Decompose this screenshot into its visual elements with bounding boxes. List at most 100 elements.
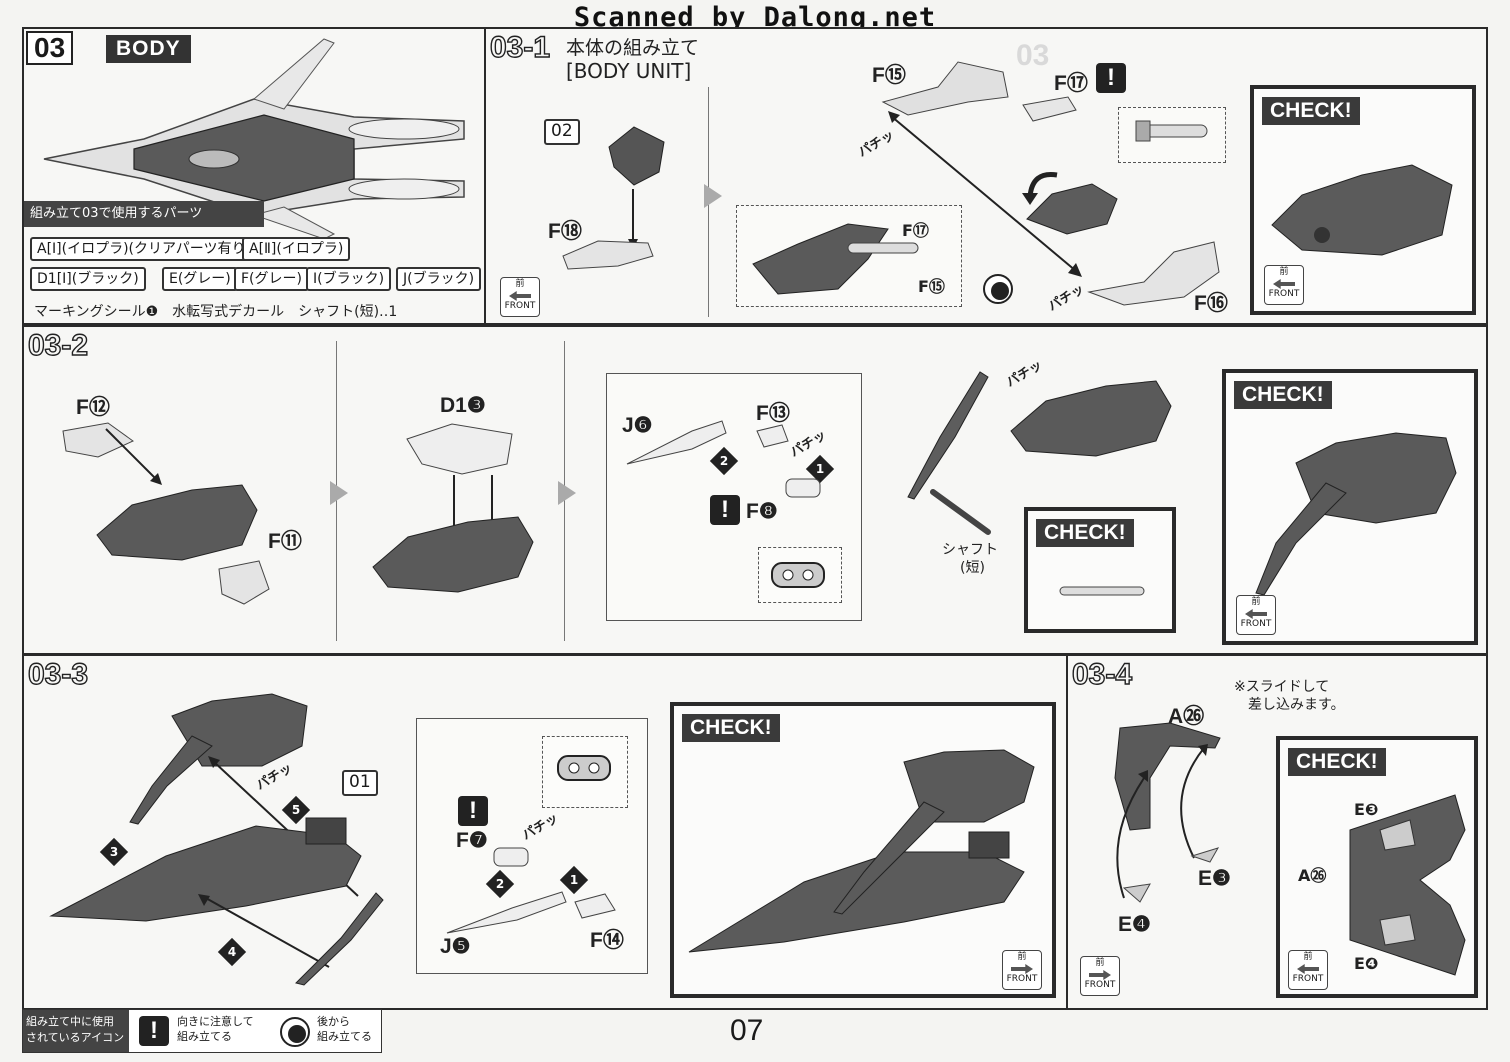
part-f: F(グレー) (234, 267, 309, 291)
label-02: 02 (544, 119, 580, 145)
attention-icon: ! (458, 796, 488, 826)
check-body-wing-shape (1255, 432, 1457, 596)
slide-note-2: 差し込みます。 (1248, 697, 1345, 713)
assembly-diagonal-arrow (888, 111, 1082, 277)
slide-note-1: ※スライドして (1234, 679, 1330, 695)
snap-sound: パチッ (1045, 281, 1088, 315)
order-2: 2 (709, 446, 739, 476)
part-f15-shape (881, 61, 1009, 116)
part-f12-shape (62, 422, 134, 458)
label-check-a26: A㉖ (1298, 866, 1327, 885)
shaft-shape (930, 489, 991, 535)
label-f18: F⑱ (548, 220, 582, 243)
part-f17-shape (1022, 96, 1077, 122)
part-f13-shape (756, 424, 789, 448)
label-f17: F⑰ (1054, 72, 1088, 95)
body-wing-assembly-shape (129, 693, 308, 825)
part-f18-shape (562, 240, 654, 270)
shaft-label: シャフト (942, 542, 998, 558)
legend-attention: 向きに注意して 組み立てる (177, 1014, 254, 1044)
detail-f7-shape (557, 755, 611, 781)
label-check-e3: E❸ (1354, 800, 1379, 819)
check-label: CHECK! (1036, 519, 1134, 547)
part-j6-shape (626, 420, 727, 465)
check-full-assembly-shape (688, 749, 1035, 953)
arrow-up (198, 894, 330, 968)
body-shape (1010, 380, 1172, 457)
label-f15-detail: F⑮ (918, 277, 945, 296)
label-d13: D1❸ (440, 394, 486, 417)
label-check-e4: E❹ (1354, 954, 1379, 973)
part-j5-shape (446, 891, 567, 934)
part-e: E(グレー) (162, 267, 238, 291)
part-f11-shape (218, 560, 270, 605)
part-d13-shape (406, 423, 513, 475)
behind-assembly-icon (280, 1017, 310, 1047)
step-number: 03 (26, 31, 74, 65)
part-f7-shape (493, 847, 529, 867)
detail-peg (1135, 120, 1208, 142)
label-j5: J❺ (440, 935, 471, 958)
detail-assembly-shape (752, 223, 919, 295)
legend-title: 組み立て中に使用 されているアイコン (23, 1010, 129, 1052)
part-lower-wing-shape (295, 892, 384, 986)
step-number: 03-3 (27, 658, 89, 691)
step-number: 03-2 (27, 329, 89, 362)
flow-arrow (558, 481, 576, 505)
arrow-f12 (105, 428, 162, 485)
panel-03-3: 03-3 パチッ 01 5 3 4 ! F❼ パチッ 2 1 J❺ F⑭ CHE… (22, 654, 1068, 1010)
label-f12: F⑫ (76, 396, 110, 419)
shaft-check-shape (1059, 586, 1145, 596)
ghost-text: 03 (1016, 39, 1050, 72)
step-title-jp: 本体の組み立て (566, 37, 700, 59)
step-title-en: [BODY UNIT] (566, 59, 692, 83)
part-d1: D1[Ⅰ](ブラック) (30, 267, 146, 291)
part-e4-shape (1122, 883, 1151, 903)
part-j: J(ブラック) (396, 267, 482, 291)
aircraft-illustration (43, 38, 465, 240)
part-a26-shape (1114, 722, 1221, 831)
icon-legend: 組み立て中に使用 されているアイコン ! 向きに注意して 組み立てる 後から 組… (22, 1009, 382, 1053)
label-f14: F⑭ (590, 929, 624, 952)
legend-title-line2: されているアイコン (26, 1031, 125, 1044)
body-shape (96, 484, 258, 561)
panel-03-body: 03 BODY 組み立て03で使用するパーツ A[Ⅰ](イロプラ)(クリアパーツ… (22, 27, 486, 325)
label-f15: F⑮ (872, 64, 906, 87)
part-02-shape (608, 126, 665, 186)
check-label: CHECK! (682, 714, 780, 742)
legend-attention-line1: 向きに注意して (177, 1015, 254, 1028)
legend-attention-line2: 組み立てる (177, 1030, 232, 1043)
part-f16-shape (1087, 241, 1220, 306)
step-number: 03-4 (1071, 658, 1133, 691)
parts-extras: マーキングシール❶ 水転写式デカール シャフト(短)‥1 (34, 304, 398, 320)
flow-arrow (704, 184, 722, 208)
label-f11: F⑪ (268, 530, 302, 553)
check-label: CHECK! (1262, 97, 1360, 125)
part-a2: A[Ⅱ](イロプラ) (242, 237, 351, 261)
rotate-arrow (1022, 171, 1058, 205)
page-number: 07 (730, 1014, 764, 1047)
part-wing-shape (907, 371, 989, 500)
panel-03-2: 03-2 F⑫ F⑪ D1❸ J❻ F⑬ 1 2 パチッ ! F❽ (22, 325, 1488, 655)
label-f8: F❽ (746, 500, 778, 523)
part-f14-shape (574, 893, 616, 919)
label-f17-detail: F⑰ (902, 221, 929, 240)
section-title: BODY (106, 35, 191, 63)
legend-title-line1: 組み立て中に使用 (26, 1015, 114, 1028)
legend-behind: 後から 組み立てる (317, 1014, 372, 1044)
attention-icon: ! (139, 1016, 169, 1046)
label-j6: J❻ (622, 414, 653, 437)
detail-f8-shape (771, 562, 825, 588)
check-box-shaft: CHECK! (1024, 507, 1176, 633)
part-a1: A[Ⅰ](イロプラ)(クリアパーツ有り) (30, 237, 258, 261)
